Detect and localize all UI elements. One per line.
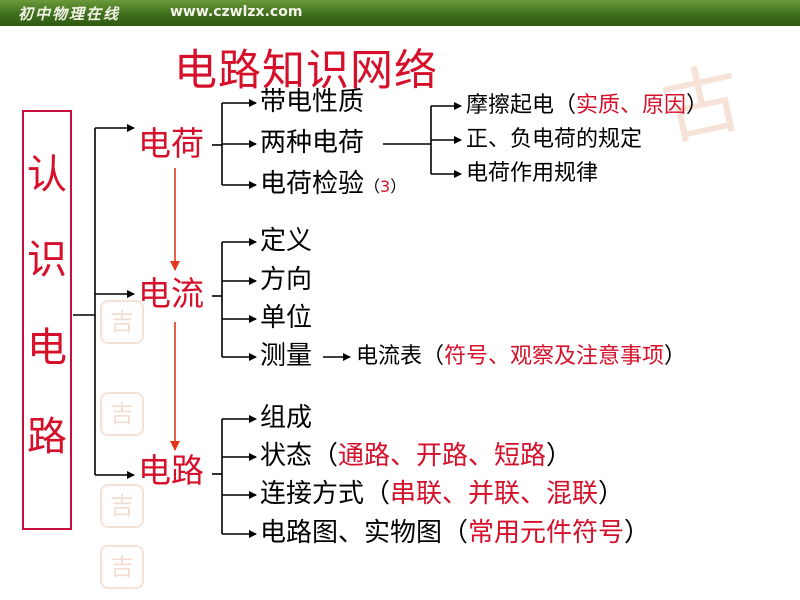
ammeter-detail: 符号、观察及注意事项 bbox=[444, 344, 665, 369]
seal-watermark-small: 吉 bbox=[100, 484, 144, 528]
root-topic-char: 电 bbox=[27, 325, 67, 371]
circuit-item: 状态（通路、开路、短路） bbox=[260, 441, 573, 472]
site-brand: 初中物理在线 bbox=[18, 5, 121, 23]
circuit-item-label: 连接方式 bbox=[260, 479, 365, 509]
circuit-item: 组成 bbox=[260, 403, 313, 433]
top-banner: 初中物理在线 www.czwlzx.com bbox=[0, 0, 800, 26]
current-item: 单位 bbox=[260, 303, 313, 333]
circuit-item-detail: 通路、开路、短路 bbox=[338, 441, 547, 471]
ammeter-open: （ bbox=[422, 344, 445, 369]
circuit-item-label: 状态 bbox=[260, 441, 313, 471]
circuit-item: 连接方式（串联、并联、混联） bbox=[260, 479, 625, 510]
root-topic-char: 认 bbox=[27, 152, 67, 198]
rub-close: ） bbox=[686, 93, 709, 118]
circuit-item-open: （ bbox=[364, 479, 391, 509]
node-charge: 电荷 bbox=[138, 124, 204, 163]
ammeter-label: 电流表 bbox=[356, 344, 423, 369]
current-item: 测量 bbox=[260, 341, 313, 371]
rub-detail: 实质、原因 bbox=[576, 93, 687, 118]
current-item: 方向 bbox=[260, 265, 313, 295]
circuit-item-detail: 常用元件符号 bbox=[468, 518, 625, 548]
circuit-item: 电路图、实物图（常用元件符号） bbox=[260, 518, 651, 549]
circuit-item-label: 电路图、实物图 bbox=[260, 518, 443, 548]
charge-item: 带电性质 bbox=[260, 87, 365, 117]
circuit-item-close: ） bbox=[624, 518, 651, 548]
root-topic-char: 识 bbox=[27, 237, 67, 283]
site-url[interactable]: www.czwlzx.com bbox=[170, 4, 303, 20]
charge-item: 电荷检验（3） bbox=[260, 169, 407, 200]
charge-test-number: 3 bbox=[380, 177, 391, 196]
circuit-item-open: （ bbox=[312, 441, 339, 471]
charge-item: 两种电荷 bbox=[260, 128, 365, 158]
circuit-item-detail: 串联、并联、混联 bbox=[390, 479, 599, 509]
charge-sub-law: 电荷作用规律 bbox=[466, 161, 599, 186]
charge-sub-rule: 正、负电荷的规定 bbox=[466, 127, 643, 152]
root-topic-char: 路 bbox=[27, 414, 67, 460]
charge-test-open: （ bbox=[364, 177, 381, 196]
ammeter-close: ） bbox=[664, 344, 687, 369]
circuit-item-open: （ bbox=[442, 518, 469, 548]
charge-test-label: 电荷检验 bbox=[260, 169, 365, 199]
circuit-item-close: ） bbox=[546, 441, 573, 471]
seal-watermark-small: 吉 bbox=[100, 545, 144, 589]
ammeter-note: 电流表（符号、观察及注意事项） bbox=[356, 344, 686, 369]
node-circuit: 电路 bbox=[138, 451, 204, 490]
root-topic-box: 认识电路 bbox=[22, 110, 72, 530]
rub-open: （ bbox=[554, 93, 577, 118]
node-current: 电流 bbox=[138, 274, 204, 313]
seal-watermark-small: 吉 bbox=[100, 392, 144, 436]
page-title: 电路知识网络 bbox=[174, 46, 438, 96]
charge-sub-rub: 摩擦起电（实质、原因） bbox=[466, 93, 708, 118]
rub-label: 摩擦起电 bbox=[466, 93, 555, 118]
charge-test-close: ） bbox=[390, 177, 407, 196]
seal-watermark-small: 吉 bbox=[100, 300, 144, 344]
current-item: 定义 bbox=[260, 226, 313, 256]
circuit-item-close: ） bbox=[598, 479, 625, 509]
